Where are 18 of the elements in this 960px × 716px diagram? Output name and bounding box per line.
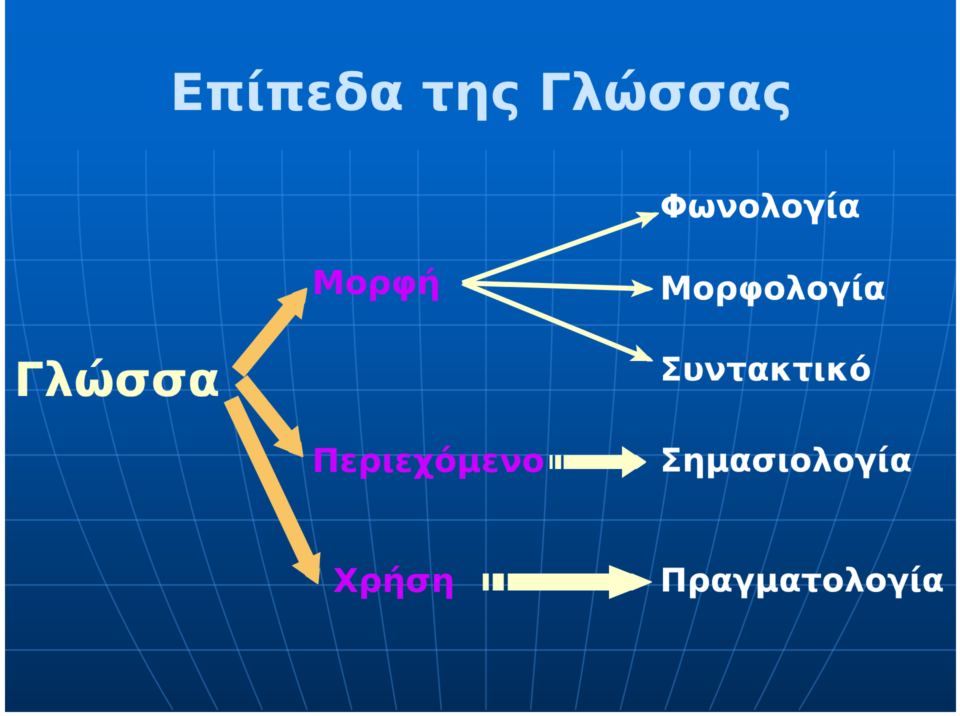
level-label: Μορφολογία (660, 270, 886, 308)
block-arrow (234, 374, 304, 458)
arrow (462, 279, 654, 298)
category-label: Χρήση (333, 561, 455, 601)
level-label: Συντακτικό (660, 350, 872, 390)
arrow (462, 280, 654, 362)
level-label: Φωνολογία (660, 188, 860, 226)
category-label: Μορφή (312, 263, 440, 303)
block-arrow (232, 287, 308, 378)
block-arrow (224, 396, 322, 585)
root-term-label: Γλώσσα (14, 352, 220, 410)
level-label: Σημασιολογία (660, 442, 912, 480)
slide-title: Επίπεδα της Γλώσσας (170, 62, 792, 124)
category-label: Περιεχόμενο (312, 441, 545, 481)
level-label: Πραγματολογία (660, 562, 944, 600)
striped-block-arrow (482, 565, 652, 599)
arrow (462, 210, 660, 286)
striped-block-arrow (550, 446, 646, 478)
